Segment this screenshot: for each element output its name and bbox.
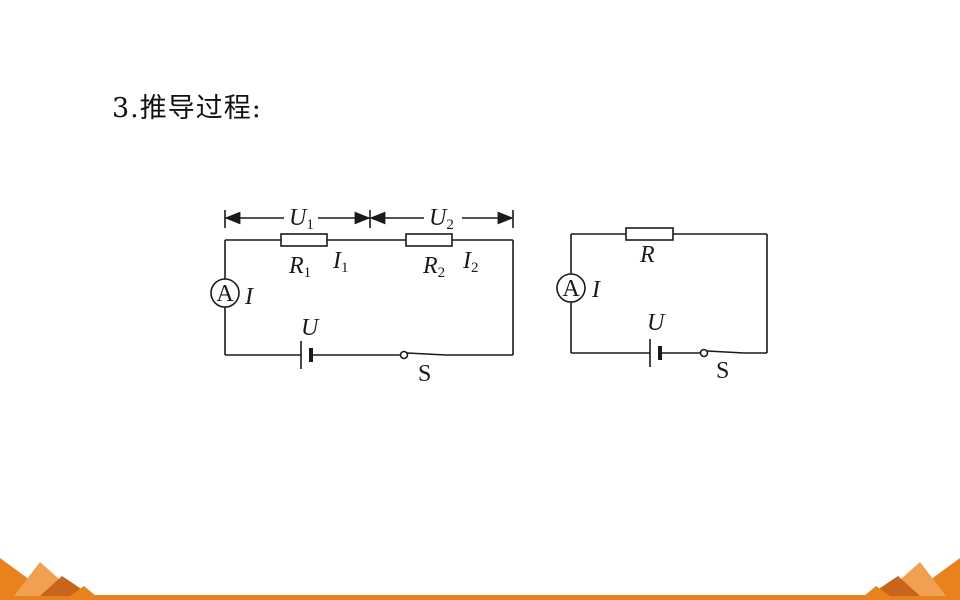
ammeter-single: A [556, 273, 586, 303]
label-current-single: I [591, 277, 601, 303]
circuit-diagrams: A U1 U2 R1 I1 R2 I2 I U S [210, 205, 768, 387]
ammeter-label: A [562, 276, 580, 302]
label-switch-single: S [716, 358, 729, 384]
slide-title: 3.推导过程: [112, 93, 262, 124]
label-voltage-single: U [647, 310, 666, 336]
label-i2: I2 [462, 248, 479, 276]
left-triangles [0, 558, 96, 596]
resistor-r1 [280, 233, 328, 247]
label-r1: R1 [288, 253, 311, 281]
single-wires [570, 233, 768, 354]
label-u2: U2 [429, 205, 454, 233]
label-u1: U1 [289, 205, 314, 233]
footer-decoration [0, 558, 960, 600]
label-r: R [639, 242, 655, 268]
label-voltage-series: U [301, 315, 320, 341]
switch-series [399, 350, 447, 360]
right-triangles [864, 558, 960, 596]
label-i1: I1 [332, 248, 349, 276]
ammeter-label: A [216, 281, 234, 307]
voltage-dimension-lines [224, 210, 514, 228]
battery-series [300, 341, 313, 369]
battery-single [649, 339, 662, 367]
series-circuit: A U1 U2 R1 I1 R2 I2 I U S [210, 205, 514, 387]
label-current-series: I [244, 284, 254, 310]
footer-bar [0, 595, 960, 600]
ammeter-series: A [210, 278, 240, 308]
resistor-r2 [405, 233, 453, 247]
label-switch-series: S [418, 361, 431, 387]
resistor-r [625, 227, 674, 241]
series-wires [224, 239, 514, 356]
label-r2: R2 [422, 253, 445, 281]
switch-single [699, 348, 745, 358]
single-circuit: A R I U S [556, 227, 768, 384]
